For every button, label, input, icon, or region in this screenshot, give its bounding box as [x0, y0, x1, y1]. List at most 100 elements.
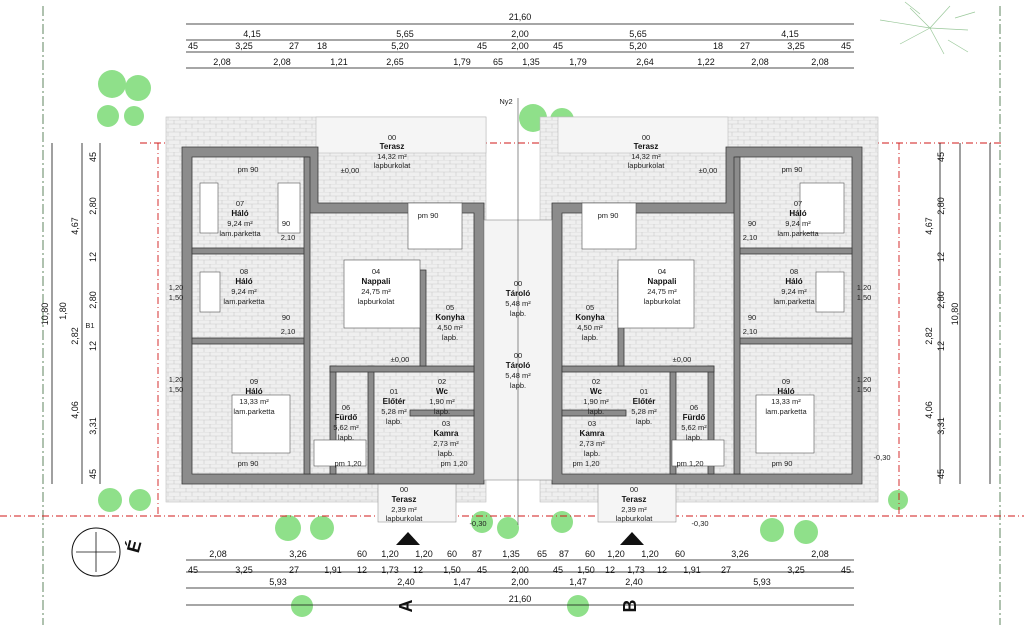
- svg-text:Terasz: Terasz: [634, 142, 659, 151]
- svg-text:1,22: 1,22: [697, 57, 715, 67]
- svg-text:27: 27: [740, 41, 750, 51]
- svg-text:Nappali: Nappali: [362, 277, 391, 286]
- svg-text:1,50: 1,50: [169, 293, 184, 302]
- svg-text:1,20: 1,20: [415, 549, 433, 559]
- svg-text:5,65: 5,65: [629, 29, 647, 39]
- svg-text:12: 12: [88, 252, 98, 262]
- svg-text:05: 05: [446, 303, 454, 312]
- svg-text:01: 01: [390, 387, 398, 396]
- svg-text:45: 45: [936, 469, 946, 479]
- svg-text:00: 00: [400, 485, 408, 494]
- svg-text:3,31: 3,31: [88, 417, 98, 435]
- svg-text:1,50: 1,50: [577, 565, 595, 575]
- svg-text:60: 60: [447, 549, 457, 559]
- svg-text:lam.parketta: lam.parketta: [777, 229, 819, 238]
- svg-text:Wc: Wc: [436, 387, 449, 396]
- svg-text:06: 06: [342, 403, 350, 412]
- svg-text:2,80: 2,80: [936, 197, 946, 215]
- svg-text:1,21: 1,21: [330, 57, 348, 67]
- svg-text:Háló: Háló: [245, 387, 262, 396]
- svg-text:lam.parketta: lam.parketta: [773, 297, 815, 306]
- svg-text:60: 60: [675, 549, 685, 559]
- svg-text:5,62 m²: 5,62 m²: [333, 423, 359, 432]
- svg-text:05: 05: [586, 303, 594, 312]
- svg-text:-0,30: -0,30: [469, 519, 486, 528]
- svg-text:4,50 m²: 4,50 m²: [437, 323, 463, 332]
- svg-text:2,00: 2,00: [511, 577, 529, 587]
- svg-text:60: 60: [357, 549, 367, 559]
- svg-text:1,20: 1,20: [169, 375, 184, 384]
- svg-text:12: 12: [936, 341, 946, 351]
- svg-text:04: 04: [658, 267, 666, 276]
- svg-text:04: 04: [372, 267, 380, 276]
- svg-text:Terasz: Terasz: [622, 495, 647, 504]
- svg-text:Ny2: Ny2: [499, 97, 512, 106]
- bottom-dimensions: 2,08 3,26 60 1,20 1,20 60 87 1,35 65 87 …: [188, 549, 851, 604]
- svg-text:12: 12: [936, 252, 946, 262]
- svg-text:03: 03: [442, 419, 450, 428]
- room-labels-right: 00 Terasz 14,32 m² lapburkolat 07 Háló 9…: [575, 133, 819, 523]
- svg-text:pm 1,20: pm 1,20: [572, 459, 599, 468]
- svg-text:lapb.: lapb.: [636, 417, 652, 426]
- svg-text:lam.parketta: lam.parketta: [233, 407, 275, 416]
- svg-text:Előtér: Előtér: [383, 397, 406, 406]
- svg-text:2,39 m²: 2,39 m²: [621, 505, 647, 514]
- svg-text:Előtér: Előtér: [633, 397, 656, 406]
- svg-text:2,00: 2,00: [511, 41, 529, 51]
- svg-text:02: 02: [438, 377, 446, 386]
- svg-text:00: 00: [514, 351, 522, 360]
- svg-text:12: 12: [657, 565, 667, 575]
- svg-text:1,90 m²: 1,90 m²: [583, 397, 609, 406]
- section-a-label: A: [396, 600, 416, 613]
- svg-text:2,08: 2,08: [811, 549, 829, 559]
- svg-text:1,90 m²: 1,90 m²: [429, 397, 455, 406]
- svg-text:06: 06: [690, 403, 698, 412]
- svg-text:lapb.: lapb.: [438, 449, 454, 458]
- svg-text:27: 27: [721, 565, 731, 575]
- svg-text:2,08: 2,08: [751, 57, 769, 67]
- svg-text:Nappali: Nappali: [648, 277, 677, 286]
- svg-text:Kamra: Kamra: [580, 429, 605, 438]
- svg-text:Háló: Háló: [235, 277, 252, 286]
- svg-text:10,80: 10,80: [40, 303, 50, 326]
- svg-text:Konyha: Konyha: [435, 313, 465, 322]
- svg-text:1,35: 1,35: [502, 549, 520, 559]
- svg-text:lapb.: lapb.: [588, 407, 604, 416]
- svg-text:lapb.: lapb.: [584, 449, 600, 458]
- svg-text:Terasz: Terasz: [392, 495, 417, 504]
- svg-text:01: 01: [640, 387, 648, 396]
- svg-text:5,28 m²: 5,28 m²: [631, 407, 657, 416]
- svg-text:lapburkolat: lapburkolat: [374, 161, 412, 170]
- svg-text:03: 03: [588, 419, 596, 428]
- svg-text:12: 12: [413, 565, 423, 575]
- svg-text:2,65: 2,65: [386, 57, 404, 67]
- svg-text:08: 08: [790, 267, 798, 276]
- svg-text:90: 90: [282, 219, 290, 228]
- svg-text:45: 45: [553, 41, 563, 51]
- svg-text:45: 45: [188, 41, 198, 51]
- svg-text:2,80: 2,80: [88, 291, 98, 309]
- svg-text:90: 90: [748, 313, 756, 322]
- top-dimensions: 21,60 4,15 5,65 2,00 5,65 4,15 45 3,25 2…: [188, 12, 851, 67]
- svg-text:3,26: 3,26: [731, 549, 749, 559]
- svg-text:pm 1,20: pm 1,20: [334, 459, 361, 468]
- svg-text:2,40: 2,40: [397, 577, 415, 587]
- svg-text:27: 27: [289, 565, 299, 575]
- svg-text:9,24 m²: 9,24 m²: [781, 287, 807, 296]
- svg-text:5,48 m²: 5,48 m²: [505, 299, 531, 308]
- svg-text:45: 45: [88, 469, 98, 479]
- svg-text:2,10: 2,10: [281, 327, 296, 336]
- svg-text:18: 18: [713, 41, 723, 51]
- vegetation: [97, 1, 976, 617]
- svg-text:00: 00: [642, 133, 650, 142]
- svg-text:pm 90: pm 90: [238, 459, 259, 468]
- svg-text:Terasz: Terasz: [380, 142, 405, 151]
- svg-text:Kamra: Kamra: [434, 429, 459, 438]
- north-label: É: [122, 538, 145, 555]
- svg-text:18: 18: [317, 41, 327, 51]
- svg-text:lapburkolat: lapburkolat: [386, 514, 424, 523]
- dimension-lines: [51, 23, 991, 606]
- svg-text:2,40: 2,40: [625, 577, 643, 587]
- svg-text:27: 27: [289, 41, 299, 51]
- paving: [165, 116, 879, 523]
